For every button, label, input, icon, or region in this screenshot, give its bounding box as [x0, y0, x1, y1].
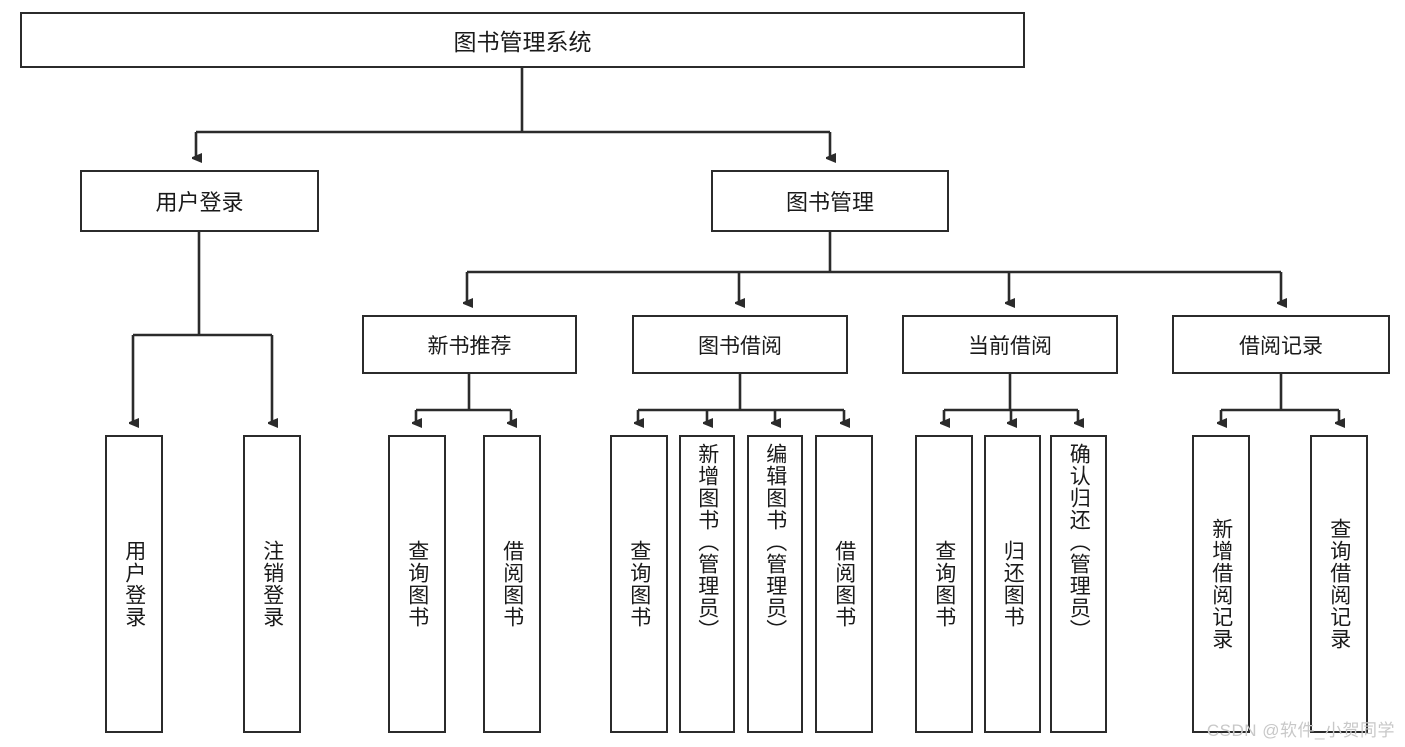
node-new-book-recommend-label: 新书推荐	[427, 334, 512, 358]
leaf-record-add-record-label: 新增借阅记录	[1209, 518, 1233, 650]
leaf-recommend-query-book[interactable]: 查询图书	[388, 435, 446, 733]
leaf-recommend-borrow-book-label: 借阅图书	[500, 540, 524, 628]
leaf-current-query-book[interactable]: 查询图书	[915, 435, 973, 733]
node-current-borrow[interactable]: 当前借阅	[902, 315, 1118, 374]
node-book-management[interactable]: 图书管理	[711, 170, 949, 232]
leaf-borrow-borrow-book[interactable]: 借阅图书	[815, 435, 873, 733]
node-borrow-record-label: 借阅记录	[1239, 334, 1323, 358]
leaf-current-confirm-return-label: 确认归还（管理员）	[1067, 443, 1091, 641]
leaf-borrow-query-book-label: 查询图书	[627, 540, 651, 628]
leaf-current-query-book-label: 查询图书	[932, 540, 956, 628]
leaf-recommend-borrow-book[interactable]: 借阅图书	[483, 435, 541, 733]
leaf-record-query-record[interactable]: 查询借阅记录	[1310, 435, 1368, 733]
node-borrow-record[interactable]: 借阅记录	[1172, 315, 1390, 374]
leaf-current-return-book[interactable]: 归还图书	[984, 435, 1041, 733]
leaf-recommend-query-book-label: 查询图书	[405, 540, 429, 628]
node-book-borrow[interactable]: 图书借阅	[632, 315, 848, 374]
csdn-watermark: CSDN @软件_小贺同学	[1206, 721, 1395, 740]
node-current-borrow-label: 当前借阅	[968, 334, 1052, 358]
node-new-book-recommend[interactable]: 新书推荐	[362, 315, 577, 374]
node-root-label: 图书管理系统	[453, 29, 592, 55]
leaf-current-return-book-label: 归还图书	[1001, 540, 1025, 628]
node-root[interactable]: 图书管理系统	[20, 12, 1025, 68]
leaf-user-login[interactable]: 用户登录	[105, 435, 163, 733]
leaf-borrow-edit-book[interactable]: 编辑图书（管理员）	[747, 435, 803, 733]
node-user-login-label: 用户登录	[155, 190, 244, 215]
leaf-record-add-record[interactable]: 新增借阅记录	[1192, 435, 1250, 733]
leaf-record-query-record-label: 查询借阅记录	[1327, 518, 1351, 650]
leaf-borrow-edit-book-label: 编辑图书（管理员）	[763, 443, 787, 641]
node-book-borrow-label: 图书借阅	[698, 334, 782, 358]
leaf-borrow-query-book[interactable]: 查询图书	[610, 435, 668, 733]
node-user-login[interactable]: 用户登录	[80, 170, 319, 232]
leaf-borrow-borrow-book-label: 借阅图书	[832, 540, 856, 628]
node-book-management-label: 图书管理	[785, 190, 874, 215]
leaf-current-confirm-return[interactable]: 确认归还（管理员）	[1050, 435, 1107, 733]
leaf-borrow-add-book[interactable]: 新增图书（管理员）	[679, 435, 735, 733]
leaf-user-logout[interactable]: 注销登录	[243, 435, 301, 733]
leaf-user-login-label: 用户登录	[122, 540, 146, 628]
leaf-user-logout-label: 注销登录	[260, 540, 284, 628]
leaf-borrow-add-book-label: 新增图书（管理员）	[695, 443, 719, 641]
